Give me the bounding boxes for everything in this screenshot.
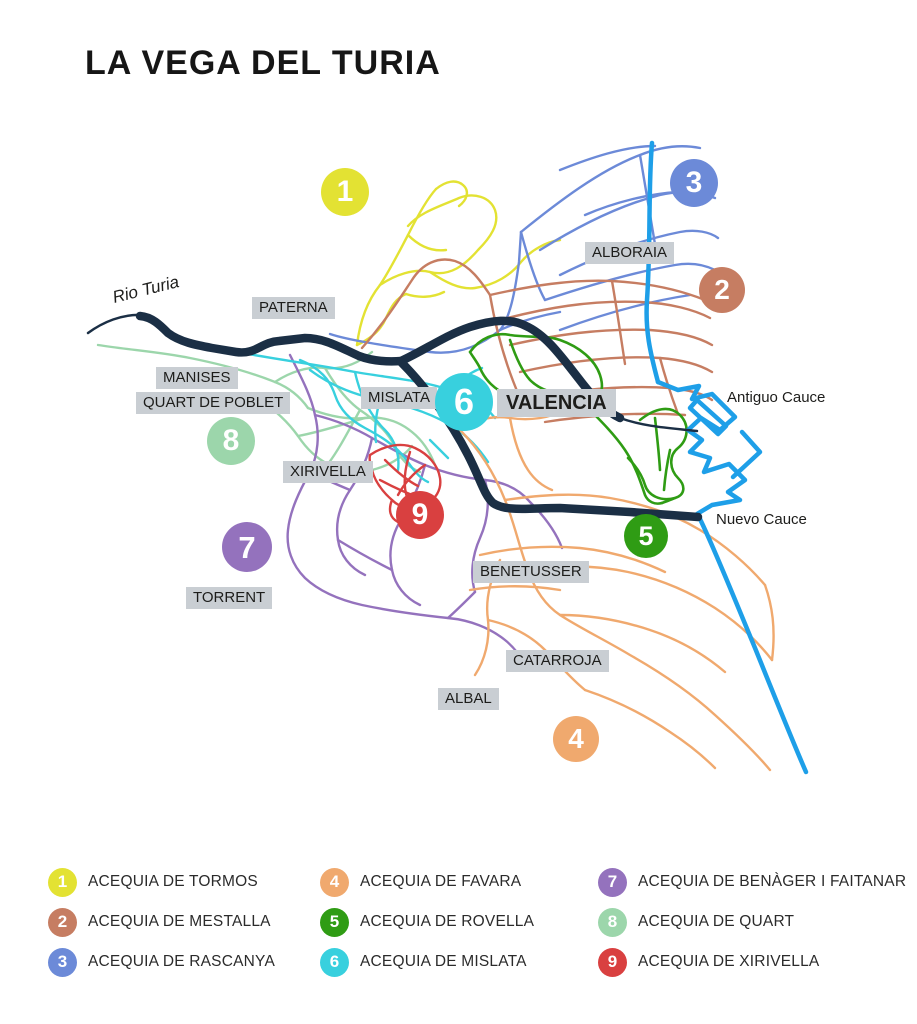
map-marker-1-tormos: 1 bbox=[321, 168, 369, 216]
legend-dot-5: 5 bbox=[320, 907, 349, 937]
map-marker-8-quart: 8 bbox=[207, 417, 255, 465]
map-marker-3-rascanya: 3 bbox=[670, 159, 718, 207]
legend-dot-6: 6 bbox=[320, 947, 349, 977]
town-label-torrent: TORRENT bbox=[186, 587, 273, 609]
quart-network-lines bbox=[96, 343, 437, 474]
legend-label-quart: ACEQUIA DE QUART bbox=[638, 913, 795, 930]
map-marker-9-xirivella: 9 bbox=[396, 491, 444, 539]
page-title: LA VEGA DEL TURIA bbox=[85, 44, 441, 82]
legend-dot-4: 4 bbox=[320, 867, 349, 897]
legend-item-favara: 4 ACEQUIA DE FAVARA bbox=[320, 867, 534, 897]
town-label-xirivella: XIRIVELLA bbox=[283, 461, 373, 483]
coastline bbox=[644, 140, 809, 775]
legend-label-tormos: ACEQUIA DE TORMOS bbox=[88, 873, 258, 890]
map-marker-6-mislata: 6 bbox=[435, 373, 493, 431]
legend-label-rascanya: ACEQUIA DE RASCANYA bbox=[88, 953, 275, 970]
legend-column-1: 1 ACEQUIA DE TORMOS 2 ACEQUIA DE MESTALL… bbox=[48, 867, 275, 977]
legend-column-2: 4 ACEQUIA DE FAVARA 5 ACEQUIA DE ROVELLA… bbox=[320, 867, 535, 977]
legend-item-mestalla: 2 ACEQUIA DE MESTALLA bbox=[48, 907, 275, 937]
town-label-manises: MANISES bbox=[156, 367, 238, 389]
legend-item-tormos: 1 ACEQUIA DE TORMOS bbox=[48, 867, 275, 897]
legend-label-rovella: ACEQUIA DE ROVELLA bbox=[360, 913, 535, 930]
town-label-catarroja: CATARROJA bbox=[506, 650, 609, 672]
legend-item-benager: 7 ACEQUIA DE BENÀGER I FAITANAR bbox=[598, 867, 907, 897]
legend-label-mislata: ACEQUIA DE MISLATA bbox=[360, 953, 527, 970]
legend-dot-7: 7 bbox=[598, 867, 627, 897]
legend-item-mislata: 6 ACEQUIA DE MISLATA bbox=[320, 947, 534, 977]
map-marker-7-benager: 7 bbox=[222, 522, 272, 572]
antiguo-cauce-label: Antiguo Cauce bbox=[727, 389, 826, 406]
legend-label-mestalla: ACEQUIA DE MESTALLA bbox=[88, 913, 271, 930]
map-canvas: PATERNA ALBORAIA MANISES QUART DE POBLET… bbox=[86, 140, 826, 775]
town-label-benetusser: BENETUSSER bbox=[473, 561, 589, 583]
legend-item-xirivella: 9 ACEQUIA DE XIRIVELLA bbox=[598, 947, 906, 977]
legend-label-favara: ACEQUIA DE FAVARA bbox=[360, 873, 522, 890]
rovella-network-lines bbox=[468, 332, 688, 505]
town-label-alboraia: ALBORAIA bbox=[585, 242, 675, 264]
legend-label-benager: ACEQUIA DE BENÀGER I FAITANAR bbox=[638, 873, 907, 890]
map-marker-5-rovella: 5 bbox=[624, 514, 668, 558]
legend-item-quart: 8 ACEQUIA DE QUART bbox=[598, 907, 906, 937]
town-label-paterna: PATERNA bbox=[252, 297, 335, 319]
map-lines-svg bbox=[86, 140, 809, 775]
legend-item-rovella: 5 ACEQUIA DE ROVELLA bbox=[320, 907, 535, 937]
town-label-quart-de-poblet: QUART DE POBLET bbox=[136, 392, 291, 414]
city-label-valencia: VALENCIA bbox=[497, 389, 616, 417]
tormos-network-lines bbox=[355, 180, 562, 347]
legend-dot-9: 9 bbox=[598, 947, 627, 977]
legend-item-rascanya: 3 ACEQUIA DE RASCANYA bbox=[48, 947, 275, 977]
legend-dot-1: 1 bbox=[48, 867, 77, 897]
town-label-albal: ALBAL bbox=[438, 688, 499, 710]
town-label-mislata: MISLATA bbox=[361, 387, 437, 409]
map-marker-2-mestalla: 2 bbox=[699, 267, 745, 313]
legend-dot-8: 8 bbox=[598, 907, 627, 937]
legend-dot-3: 3 bbox=[48, 947, 77, 977]
legend-dot-2: 2 bbox=[48, 907, 77, 937]
map-marker-4-favara: 4 bbox=[553, 716, 599, 762]
nuevo-cauce-label: Nuevo Cauce bbox=[716, 511, 807, 528]
legend-column-3: 7 ACEQUIA DE BENÀGER I FAITANAR 8 ACEQUI… bbox=[598, 867, 907, 977]
legend-label-xirivella: ACEQUIA DE XIRIVELLA bbox=[638, 953, 820, 970]
